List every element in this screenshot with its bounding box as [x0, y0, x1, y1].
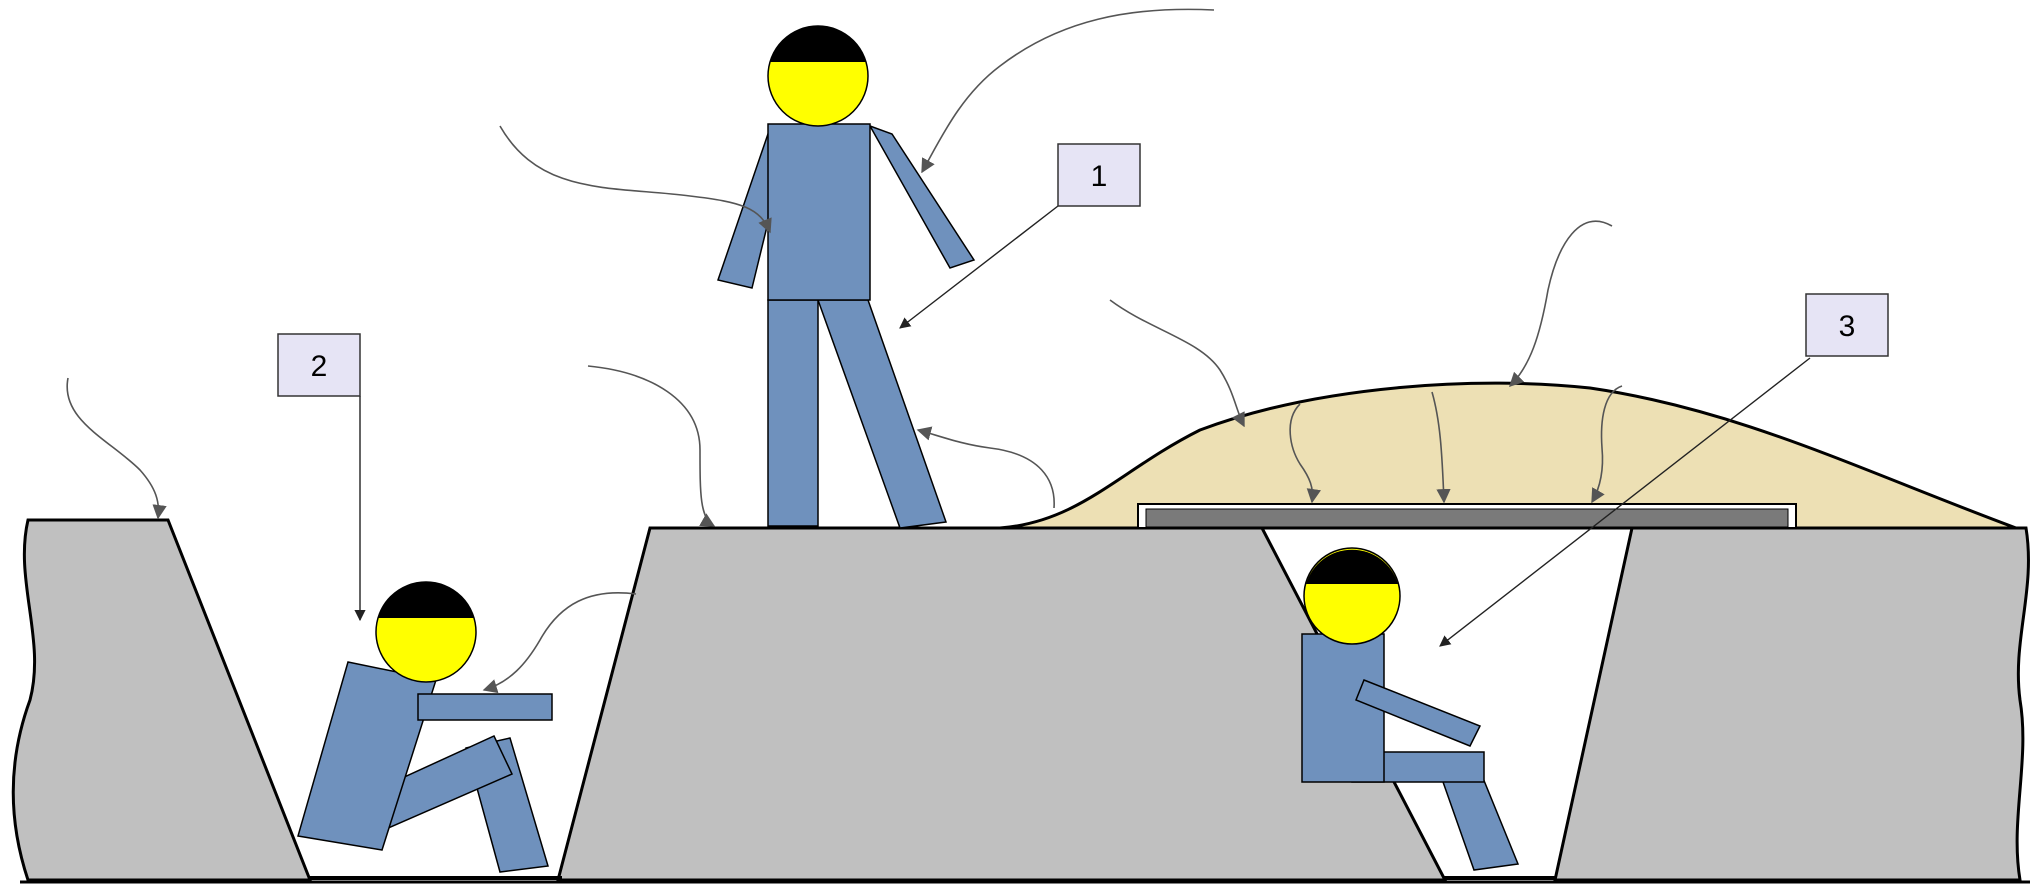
worker-standing-right-leg [818, 300, 946, 528]
worker-standing-torso [768, 124, 870, 300]
hazard-arrow-surface-edge [588, 366, 714, 526]
callout-1-leader [900, 206, 1058, 328]
hazard-arrow-soil-top [1510, 221, 1612, 386]
hazard-arrow-right-leg [918, 430, 1054, 508]
worker-standing-hair [770, 26, 866, 62]
ground-right-block [1555, 528, 2028, 880]
hazard-arrow-soil-edge [1110, 300, 1244, 426]
worker-squatting-torso [298, 662, 436, 850]
callout-1-label: 1 [1091, 160, 1108, 193]
callout-1: 1 [1058, 144, 1140, 206]
callout-2-label: 2 [311, 350, 328, 383]
hazard-arrow-torso-left [500, 126, 770, 232]
callout-3: 3 [1806, 294, 1888, 356]
worker-sitting-hair [1306, 550, 1398, 584]
callout-3-label: 3 [1839, 310, 1856, 343]
worker-standing-left-leg [768, 300, 818, 526]
worker-sitting-torso [1302, 634, 1384, 782]
worker-standing [718, 26, 974, 528]
worker-squatting [298, 582, 552, 872]
callout-2: 2 [278, 334, 360, 396]
trench-cover-plank [1146, 509, 1788, 527]
hazard-arrow-left-edge [67, 378, 158, 518]
ground-left-block [13, 520, 310, 880]
worker-squatting-hair [378, 582, 474, 618]
worker-squatting-arm [418, 694, 552, 720]
worker-standing-right-arm [870, 126, 974, 268]
